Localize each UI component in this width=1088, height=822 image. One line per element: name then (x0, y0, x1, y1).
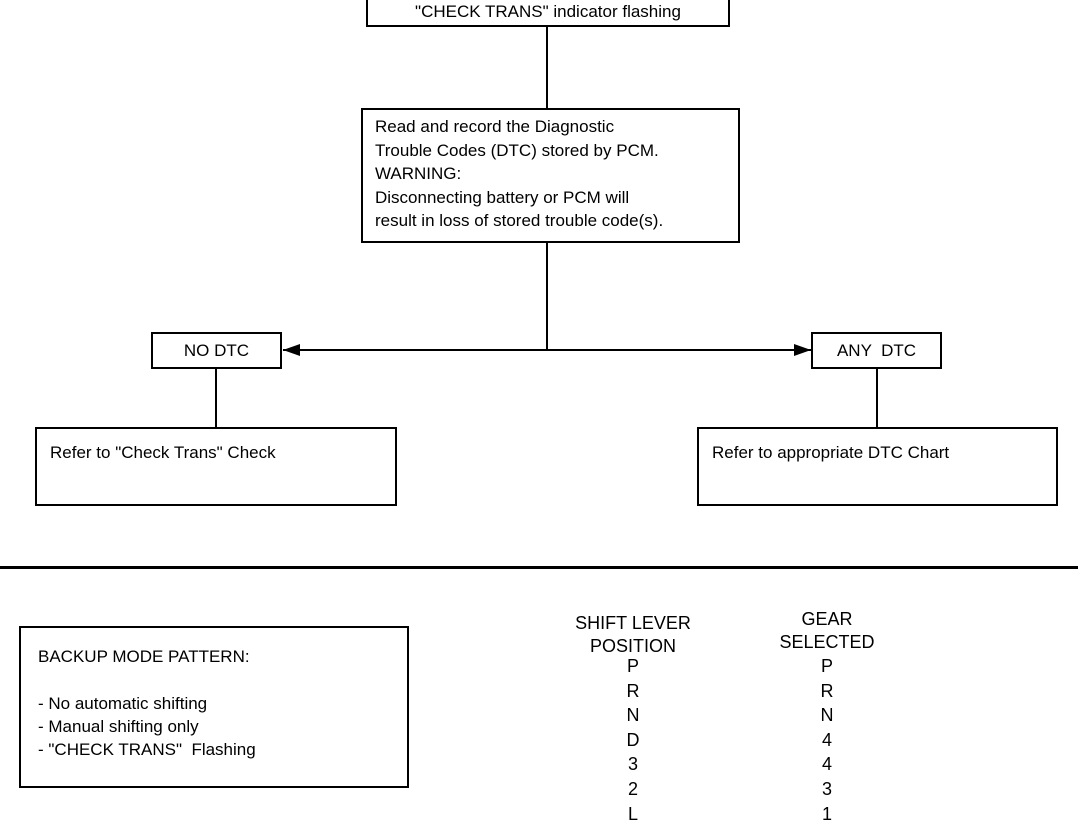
flow-box-check-trans-label: "CHECK TRANS" indicator flashing (415, 1, 681, 21)
gear-selected-column: P R N 4 4 3 1 (747, 654, 907, 822)
backup-mode-item: - "CHECK TRANS" Flashing (38, 740, 256, 759)
connector-any-dtc-to-result (876, 369, 878, 427)
gear-selected-cell: N (820, 705, 834, 726)
gear-selected-header: GEAR SELECTED (779, 609, 875, 652)
gear-selected-cell: 1 (821, 803, 832, 822)
connector-no-dtc-to-result (215, 369, 217, 427)
gear-selected-cell: 4 (821, 754, 832, 775)
flow-box-read-record-dtc-text: Read and record the Diagnostic Trouble C… (375, 117, 664, 230)
backup-mode-pattern-box: BACKUP MODE PATTERN: - No automatic shif… (19, 626, 409, 788)
gear-selected-cell: 4 (821, 729, 832, 750)
shift-lever-position-column: P R N D 3 2 L (553, 654, 713, 822)
shift-lever-cell: 3 (627, 754, 638, 775)
gear-selected-cell: R (820, 680, 834, 701)
arrowhead-left-icon (283, 344, 300, 356)
flow-box-check-trans-indicator: "CHECK TRANS" indicator flashing (366, 0, 730, 27)
connector-start-to-read (546, 25, 548, 109)
shift-lever-cell: R (626, 680, 640, 701)
flow-box-any-dtc: ANY DTC (811, 332, 942, 369)
gear-selected-cell: 3 (821, 778, 832, 799)
arrowhead-right-icon (794, 344, 811, 356)
flow-box-read-record-dtc: Read and record the Diagnostic Trouble C… (361, 108, 740, 243)
section-divider-line (0, 566, 1078, 569)
no-dtc-label: NO DTC (183, 340, 250, 360)
gear-selected-cell: P (820, 656, 833, 676)
connector-read-to-branch (546, 243, 548, 350)
flow-box-no-dtc: NO DTC (151, 332, 282, 369)
shift-lever-cell: D (626, 729, 640, 750)
branch-horizontal-line (283, 349, 811, 351)
flow-box-refer-dtc-chart: Refer to appropriate DTC Chart (697, 427, 1058, 506)
refer-check-trans-label: Refer to "Check Trans" Check (50, 443, 276, 462)
any-dtc-label: ANY DTC (836, 340, 917, 360)
backup-mode-item: - Manual shifting only (38, 717, 199, 736)
backup-mode-pattern-title: BACKUP MODE PATTERN: (38, 647, 250, 666)
shift-lever-cell: L (627, 803, 638, 822)
refer-dtc-chart-label: Refer to appropriate DTC Chart (712, 443, 950, 462)
shift-lever-cell: P (626, 656, 639, 676)
shift-lever-cell: N (626, 705, 640, 726)
backup-mode-item: - No automatic shifting (38, 694, 208, 713)
shift-lever-position-header: SHIFT LEVER POSITION (575, 613, 691, 656)
flow-box-refer-check-trans: Refer to "Check Trans" Check (35, 427, 397, 506)
shift-lever-cell: 2 (627, 778, 638, 799)
backup-mode-pattern-list: - No automatic shifting - Manual shiftin… (38, 692, 390, 761)
